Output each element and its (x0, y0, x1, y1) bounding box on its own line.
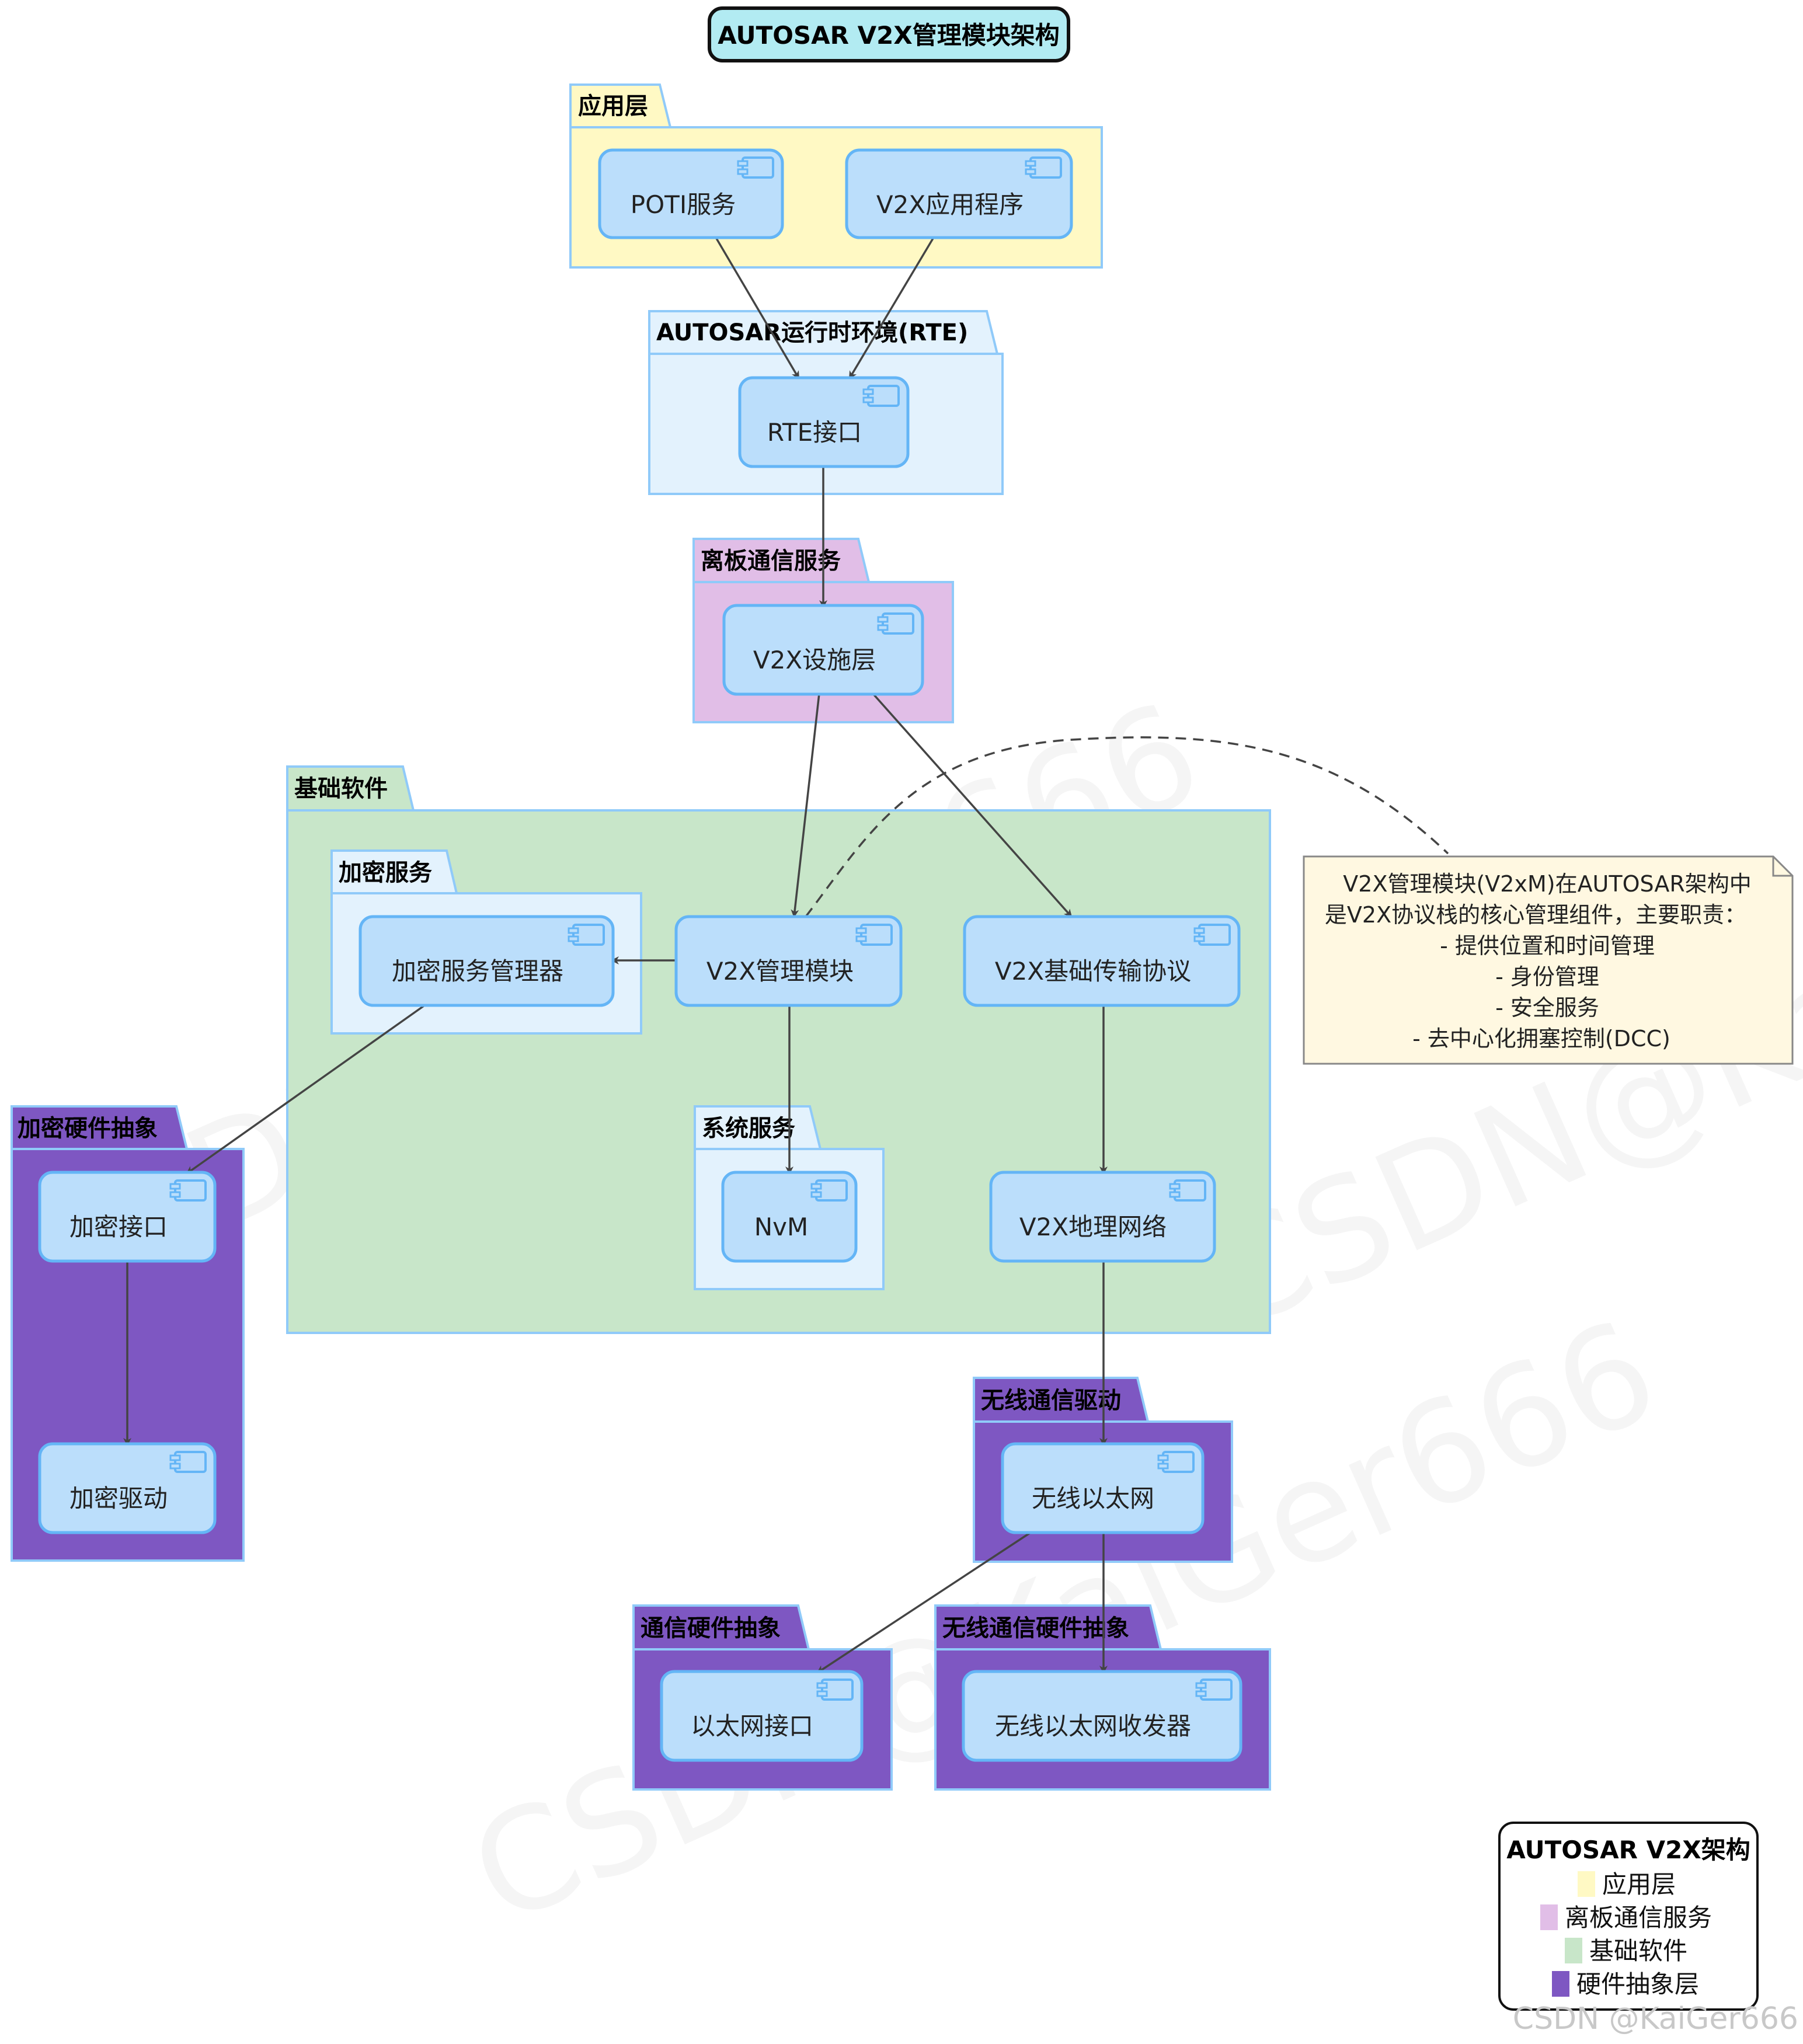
legend-label: 硬件抽象层 (1576, 1970, 1699, 1998)
component-label: V2X基础传输协议 (995, 957, 1191, 986)
component-wireless-ethernet: 无线以太网 (1001, 1442, 1205, 1534)
package-label: 无线通信驱动 (981, 1387, 1121, 1414)
component-label: NvM (754, 1213, 809, 1241)
component-v2x-application: V2X应用程序 (845, 148, 1073, 239)
component-label: 以太网接口 (691, 1712, 813, 1740)
edge-crypto-mgr-to-crypto-if (186, 1003, 427, 1175)
component-label: 无线以太网 (1032, 1484, 1154, 1513)
component-label: V2X管理模块 (706, 957, 854, 986)
package-label: 基础软件 (294, 775, 388, 802)
component-crypto-interface: 加密接口 (38, 1171, 217, 1263)
package-label: 无线通信硬件抽象 (942, 1615, 1129, 1642)
legend-label: 基础软件 (1589, 1937, 1687, 1965)
component-v2x-basic-transport: V2X基础传输协议 (963, 915, 1241, 1007)
component-label: 加密驱动 (69, 1484, 168, 1513)
component-crypto-driver: 加密驱动 (38, 1442, 217, 1534)
note-line: 是V2X协议栈的核心管理组件，主要职责： (1325, 902, 1746, 928)
component-ethernet-interface: 以太网接口 (660, 1670, 864, 1762)
edge-facilities-to-v2xm (791, 693, 820, 918)
package-label: 离板通信服务 (701, 548, 841, 574)
component-poti-service: POTI服务 (598, 148, 784, 239)
component-nvm: NvM (721, 1171, 858, 1263)
note-line: V2X管理模块(V2xM)在AUTOSAR架构中 (1343, 871, 1751, 897)
component-v2x-management-module: V2X管理模块 (674, 915, 903, 1007)
component-label: V2X设施层 (753, 646, 876, 674)
diagram-title-text: AUTOSAR V2X管理模块架构 (718, 21, 1060, 50)
component-label: 加密接口 (69, 1213, 168, 1241)
legend-swatch (1578, 1871, 1595, 1897)
component-v2x-facilities: V2X设施层 (722, 604, 924, 696)
component-label: 无线以太网收发器 (995, 1712, 1191, 1740)
legend-swatch (1540, 1904, 1558, 1930)
edge-poti-to-rte (714, 236, 800, 379)
edge-facilities-to-btp (872, 692, 1073, 918)
component-crypto-service-manager: 加密服务管理器 (358, 915, 615, 1007)
legend-swatch (1552, 1971, 1569, 1997)
package-label: 系统服务 (702, 1115, 795, 1142)
package-label: 应用层 (578, 93, 648, 120)
note-anchor-line (805, 736, 1449, 918)
legend-swatch (1565, 1938, 1582, 1963)
note-line: - 安全服务 (1495, 995, 1599, 1021)
package-rte: AUTOSAR运行时环境(RTE) (648, 310, 1004, 495)
edge-wethif-to-eth-if (816, 1531, 1031, 1674)
package-label: 加密硬件抽象 (18, 1115, 158, 1142)
edge-app-to-rte (848, 236, 935, 379)
component-wireless-ethernet-transceiver: 无线以太网收发器 (962, 1670, 1242, 1762)
component-rte-interface: RTE接口 (738, 376, 910, 468)
legend: AUTOSAR V2X架构 应用层 离板通信服务 基础软件 硬件抽象层 (1498, 1822, 1759, 2011)
component-label: RTE接口 (767, 418, 862, 447)
package-label: 加密服务 (339, 859, 432, 886)
component-v2x-geonetworking: V2X地理网络 (989, 1171, 1216, 1263)
component-label: 加密服务管理器 (392, 957, 563, 986)
diagram-title: AUTOSAR V2X管理模块架构 (708, 6, 1070, 62)
component-label: V2X地理网络 (1019, 1213, 1167, 1241)
legend-title: AUTOSAR V2X架构 (1506, 1836, 1750, 1864)
package-label: 通信硬件抽象 (641, 1615, 781, 1642)
connectors (123, 236, 1449, 1674)
legend-label: 应用层 (1602, 1870, 1676, 1899)
note-line: - 身份管理 (1495, 964, 1599, 990)
legend-label: 离板通信服务 (1565, 1903, 1712, 1932)
footer-credit: CSDN @KaiGer666 (1513, 2001, 1798, 2036)
note-line: - 提供位置和时间管理 (1440, 933, 1655, 959)
component-label: POTI服务 (631, 190, 736, 219)
package-label: AUTOSAR运行时环境(RTE) (656, 319, 968, 346)
note-line: - 去中心化拥塞控制(DCC) (1412, 1026, 1670, 1051)
component-label: V2X应用程序 (876, 190, 1024, 219)
note-v2xm-description: V2X管理模块(V2xM)在AUTOSAR架构中 是V2X协议栈的核心管理组件，… (1303, 855, 1794, 1065)
